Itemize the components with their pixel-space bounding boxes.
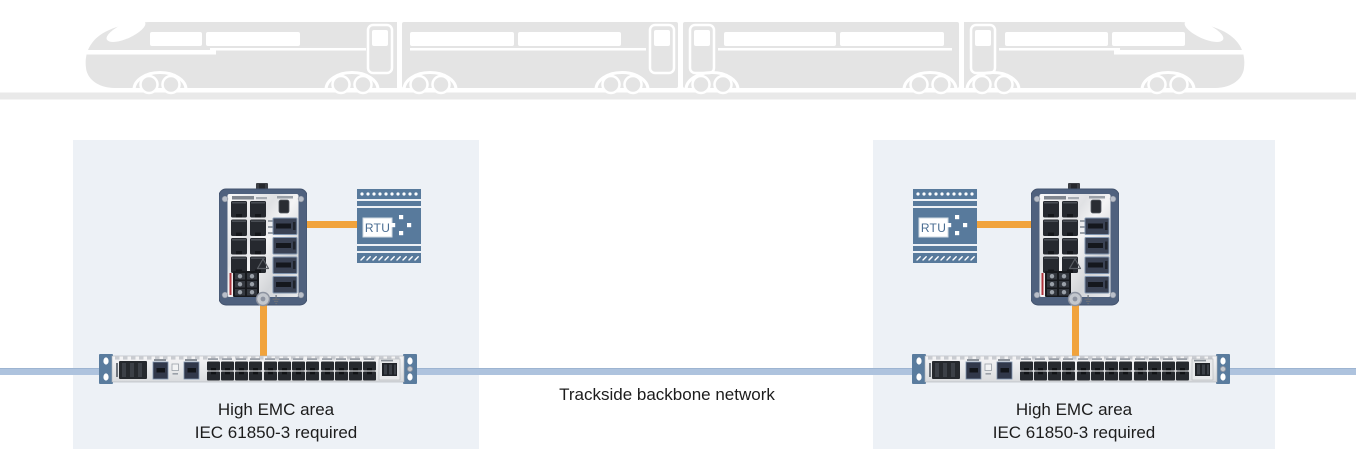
emc-area-label-left: High EMC area IEC 61850-3 required [73, 399, 479, 444]
rail-track [0, 92, 1356, 100]
cable-right-rtu-to-switch [975, 221, 1035, 228]
rtu-label-left: RTU [364, 220, 391, 235]
rack-switch-left [99, 352, 417, 386]
emc-label-line1: High EMC area [1015, 400, 1133, 419]
cable-right-switch-to-rack [1071, 303, 1079, 357]
train-bogies [132, 71, 1196, 95]
train-details [86, 20, 1244, 55]
cable-left-switch-to-rtu [290, 221, 360, 228]
emc-area-label-right: High EMC area IEC 61850-3 required [873, 399, 1275, 444]
train-doors [366, 23, 997, 75]
din-rail-switch-left [219, 183, 307, 308]
backbone-network-label: Trackside backbone network [559, 385, 775, 404]
cable-left-switch-to-rack [259, 303, 267, 357]
rack-switch-right [912, 352, 1230, 386]
din-rail-switch-right [1031, 183, 1119, 308]
rtu-label-right: RTU [920, 220, 947, 235]
emc-label-line1: High EMC area [217, 400, 335, 419]
trackside-backbone-line [0, 368, 1356, 375]
emc-label-line2: IEC 61850-3 required [194, 422, 358, 442]
train-silhouette-image [0, 20, 1356, 100]
emc-label-line2: IEC 61850-3 required [992, 422, 1156, 442]
